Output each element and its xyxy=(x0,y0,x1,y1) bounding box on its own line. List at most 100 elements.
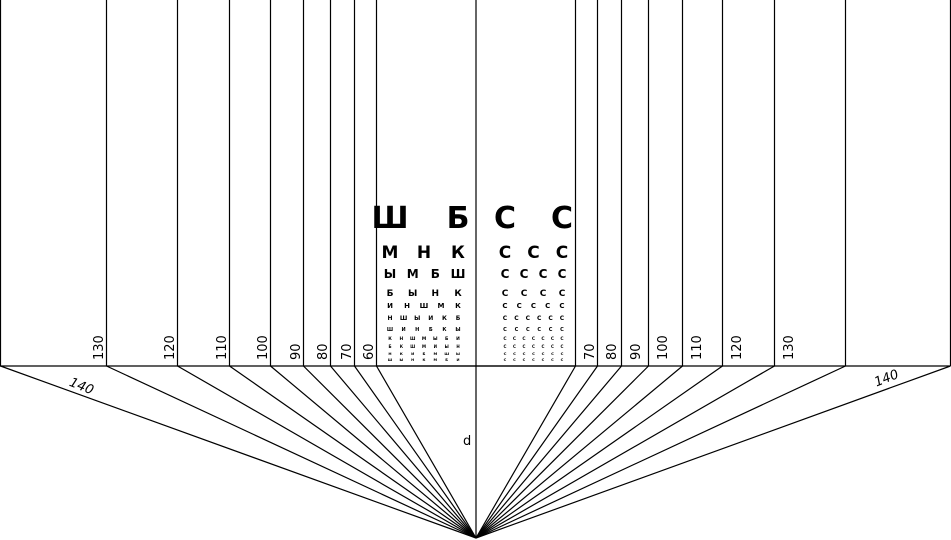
left-angle-label: 80 xyxy=(316,343,331,360)
sivtsev-table-symbol: Н xyxy=(415,327,419,333)
landolt-table-symbol: C xyxy=(556,243,568,263)
landolt-table-symbol: C xyxy=(523,344,526,349)
landolt-table-symbol: C xyxy=(523,358,526,362)
landolt-table-symbol: C xyxy=(551,336,554,342)
landolt-table-symbol: C xyxy=(542,344,545,349)
landolt-table-symbol: C xyxy=(504,351,507,356)
sivtsev-table-symbol: Н xyxy=(387,315,392,322)
landolt-table-symbol: C xyxy=(504,358,507,362)
sivtsev-table-symbol: М xyxy=(407,267,419,281)
left-ray-line xyxy=(177,365,477,539)
landolt-table-symbol: C xyxy=(551,351,554,356)
landolt-table-symbol: C xyxy=(532,344,535,349)
landolt-table-symbol: C xyxy=(531,302,536,310)
sivtsev-table-symbol: И xyxy=(428,315,433,322)
sivtsev-table-symbol: К xyxy=(423,358,426,362)
landolt-table-symbol: C xyxy=(503,315,508,322)
right-label-140: 140 xyxy=(872,367,901,390)
sivtsev-table-symbol: М xyxy=(422,344,426,349)
landolt-table-symbol: C xyxy=(499,243,511,263)
landolt-table-symbol: C xyxy=(539,267,548,281)
sivtsev-table-symbol: Н xyxy=(456,344,459,349)
left-ray-line xyxy=(0,365,477,539)
landolt-table-symbol: C xyxy=(560,315,565,322)
left-ray-line xyxy=(354,365,477,539)
sivtsev-table-symbol: Б xyxy=(445,358,448,362)
left-angle-label: 130 xyxy=(92,335,107,360)
landolt-table-symbol: C xyxy=(549,327,553,333)
landolt-table-symbol: C xyxy=(513,351,516,356)
right-ray-line xyxy=(475,365,846,539)
distance-label: d xyxy=(463,434,471,449)
right-ray-line xyxy=(475,365,649,539)
sivtsev-table-symbol: М xyxy=(434,358,438,362)
landolt-table-symbol: C xyxy=(526,327,530,333)
sivtsev-table-symbol: Б xyxy=(447,201,470,236)
sivtsev-table-symbol: Ш xyxy=(410,336,416,342)
sivtsev-table-symbol: К xyxy=(451,243,465,263)
landolt-table-symbol: C xyxy=(502,302,507,310)
landolt-table-symbol: C xyxy=(551,358,554,362)
left-angle-label: 60 xyxy=(362,343,377,360)
sivtsev-table-symbol: М xyxy=(382,243,399,263)
sivtsev-table-symbol: Н xyxy=(432,289,440,299)
sivtsev-table-symbol: Б xyxy=(387,289,394,299)
left-angle-label: 110 xyxy=(215,335,230,360)
landolt-table-symbol: C xyxy=(502,289,509,299)
right-angle-label: 80 xyxy=(605,343,620,360)
right-ray-line xyxy=(475,365,723,539)
right-angle-label: 70 xyxy=(583,343,598,360)
landolt-table-symbol: C xyxy=(513,358,516,362)
right-angle-label: 100 xyxy=(656,335,671,360)
sivtsev-table-symbol: Ш xyxy=(400,315,407,322)
right-angle-label: 120 xyxy=(730,335,745,360)
landolt-table-symbol: C xyxy=(532,358,535,362)
landolt-table-symbol: C xyxy=(542,351,545,356)
landolt-table-symbol: C xyxy=(521,289,528,299)
landolt-table-symbol: C xyxy=(527,243,539,263)
landolt-table-symbol: C xyxy=(520,267,529,281)
left-ray-line xyxy=(303,365,477,539)
landolt-table-symbol: C xyxy=(561,358,564,362)
sivtsev-table-symbol: Ы xyxy=(399,358,403,362)
landolt-table-symbol: C xyxy=(514,315,519,322)
sivtsev-table-symbol: Б xyxy=(445,336,449,342)
left-ray-line xyxy=(375,365,477,539)
landolt-table-symbol: C xyxy=(542,358,545,362)
sivtsev-table-symbol: К xyxy=(400,351,404,356)
landolt-table-symbol: C xyxy=(561,351,564,356)
left-angle-label: 90 xyxy=(289,343,304,360)
sivtsev-table-symbol: И xyxy=(434,344,437,349)
landolt-table-symbol: C xyxy=(551,201,573,236)
sivtsev-table-symbol: Ы xyxy=(456,351,460,356)
sivtsev-table-symbol: Б xyxy=(429,327,433,333)
sivtsev-table-symbol: Ы xyxy=(384,267,396,281)
landolt-table-symbol: C xyxy=(560,336,563,342)
right-ray-line xyxy=(475,365,683,539)
sivtsev-table-symbol: Н xyxy=(404,302,410,310)
landolt-table-symbol: C xyxy=(537,315,542,322)
sivtsev-table-symbol: Ы xyxy=(414,315,420,322)
landolt-table-symbol: C xyxy=(545,302,550,310)
landolt-table-symbol: C xyxy=(522,336,525,342)
sivtsev-table-symbol: Ш xyxy=(410,344,415,349)
sivtsev-table-symbol: Ш xyxy=(388,358,393,362)
sivtsev-table-symbol: Ы xyxy=(455,327,460,333)
right-angle-label: 110 xyxy=(690,335,705,360)
right-angle-label: 90 xyxy=(629,343,644,360)
sivtsev-table-symbol: Ы xyxy=(433,336,438,342)
right-ray-line xyxy=(475,365,775,539)
landolt-table-symbol: C xyxy=(559,302,564,310)
landolt-table-symbol: C xyxy=(532,351,535,356)
landolt-table-symbol: C xyxy=(560,327,564,333)
sivtsev-table-symbol: И xyxy=(402,327,406,333)
landolt-table-symbol: C xyxy=(503,336,506,342)
left-ray-line xyxy=(330,365,477,539)
sivtsev-table-symbol: Ы xyxy=(445,344,449,349)
sivtsev-table-symbol: К xyxy=(455,302,461,310)
right-ray-line xyxy=(475,365,622,539)
landolt-table-symbol: C xyxy=(537,327,541,333)
sivtsev-table-symbol: Б xyxy=(423,351,426,356)
